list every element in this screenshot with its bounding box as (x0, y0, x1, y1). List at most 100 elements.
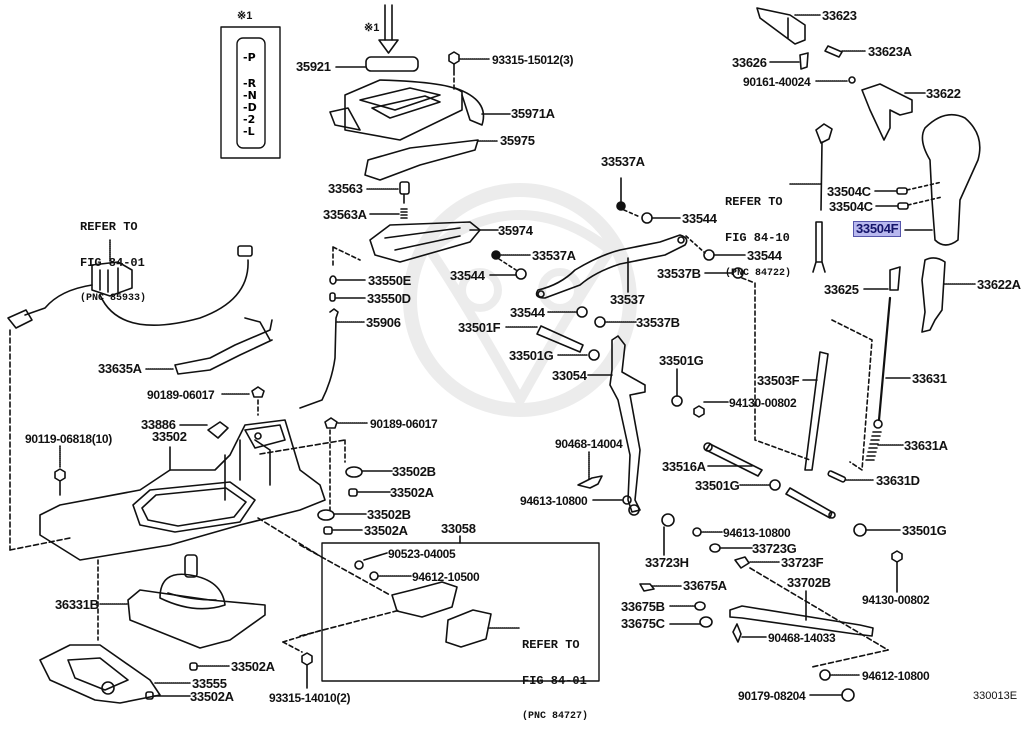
part-33501G-a (588, 349, 600, 361)
part-33504C-b (897, 202, 909, 210)
part-label[interactable]: 90161-40024 (743, 75, 811, 89)
part-label[interactable]: 33723F (781, 555, 824, 570)
part-33537B-b (594, 316, 606, 328)
part-label[interactable]: 33635A (98, 361, 142, 376)
part-label[interactable]: 93315-14010(2) (269, 691, 351, 705)
gear-position-2: -2 (243, 113, 256, 126)
part-label[interactable]: 33502A (190, 689, 234, 704)
part-label[interactable]: 94130-00802 (862, 593, 930, 607)
part-label[interactable]: 33537 (610, 292, 645, 307)
part-label[interactable]: 33550E (368, 273, 412, 288)
part-label[interactable]: 33555 (192, 676, 227, 691)
part-label[interactable]: 36331B (55, 597, 99, 612)
part-label[interactable]: 94612-10500 (412, 570, 480, 584)
part-label[interactable]: 35971A (511, 106, 555, 121)
part-label[interactable]: 94612-10800 (862, 669, 930, 683)
part-label[interactable]: 33502B (367, 507, 411, 522)
part-label[interactable]: 33625 (824, 282, 859, 297)
part-label[interactable]: 33623 (822, 8, 857, 23)
part-label[interactable]: 33501G (902, 523, 947, 538)
part-label[interactable]: 90523-04005 (388, 547, 456, 561)
part-label[interactable]: 33886 (141, 417, 176, 432)
part-label[interactable]: 33544 (450, 268, 485, 283)
part-label[interactable]: 90189-06017 (147, 388, 215, 402)
part-label[interactable]: 35921 (296, 59, 331, 74)
part-label[interactable]: 33550D (367, 291, 411, 306)
part-label[interactable]: 33626 (732, 55, 767, 70)
part-label[interactable]: 33501G (659, 353, 704, 368)
reference-fig-84-01-a[interactable]: REFER TO FIG 84-01 (PNC 85933) (80, 197, 146, 329)
bolt-93315-14010 (301, 652, 313, 689)
part-label[interactable]: 94130-00802 (729, 396, 797, 410)
part-label-highlighted[interactable]: 33504F (853, 221, 902, 237)
part-label[interactable]: 33502A (390, 485, 434, 500)
part-label[interactable]: 33631A (904, 438, 948, 453)
part-label[interactable]: 94613-10800 (520, 494, 588, 508)
part-label[interactable]: 33502A (364, 523, 408, 538)
note-marker-1: ※1 (237, 10, 253, 22)
part-label[interactable]: 33723H (645, 555, 689, 570)
part-label[interactable]: 33631D (876, 473, 920, 488)
part-90468-14004 (577, 475, 603, 489)
gear-indicator-panel (220, 26, 281, 159)
part-label[interactable]: 35974 (498, 223, 533, 238)
part-33054 (609, 335, 646, 516)
part-label[interactable]: 33516A (662, 459, 706, 474)
part-label[interactable]: 90189-06017 (370, 417, 438, 431)
reference-fig-84-10[interactable]: REFER TO FIG 84-10 (PNC 84722) (725, 172, 791, 304)
part-label[interactable]: 33675B (621, 599, 665, 614)
part-label[interactable]: 33503F (757, 373, 800, 388)
part-label[interactable]: 33502B (392, 464, 436, 479)
part-label[interactable]: 94613-10800 (723, 526, 791, 540)
part-shift-lock-switch (445, 609, 492, 648)
part-label[interactable]: 93315-15012(3) (492, 53, 574, 67)
part-label[interactable]: 33502A (231, 659, 275, 674)
part-label[interactable]: 33504C (827, 184, 871, 199)
part-94130-a (693, 405, 705, 418)
part-label[interactable]: 33504C (829, 199, 873, 214)
part-label[interactable]: 33623A (868, 44, 912, 59)
gear-position-p: -P (243, 51, 256, 64)
bolt-icon (448, 51, 460, 76)
part-label[interactable]: 33058 (441, 521, 476, 536)
part-33501G-d (853, 523, 867, 537)
part-label[interactable]: 33622A (977, 277, 1021, 292)
diagram-artwork (7, 4, 981, 704)
part-label[interactable]: 33544 (510, 305, 545, 320)
gear-position-d: -D (243, 101, 257, 114)
part-label[interactable]: 90468-14033 (768, 631, 836, 645)
part-label[interactable]: 33054 (552, 368, 587, 383)
reference-line: FIG 84-10 (725, 231, 790, 245)
part-label[interactable]: 35906 (366, 315, 401, 330)
reference-pnc: (PNC 84722) (725, 268, 792, 279)
part-94613-b (692, 527, 702, 537)
part-label[interactable]: 33537A (532, 248, 576, 263)
part-label[interactable]: 35975 (500, 133, 535, 148)
part-label[interactable]: 33675C (621, 616, 665, 631)
gear-position-r: -R (243, 77, 257, 90)
part-94612-10500 (369, 571, 379, 581)
part-33625 (889, 266, 901, 291)
part-label[interactable]: 33563 (328, 181, 363, 196)
part-label[interactable]: 33723G (752, 541, 797, 556)
part-label[interactable]: 33537A (601, 154, 645, 169)
part-33537A-b (491, 250, 501, 260)
reference-fig-84-01-b[interactable]: REFER TO FIG 84-01 (PNC 84727) (522, 615, 588, 747)
part-label[interactable]: 33537B (657, 266, 701, 281)
part-label[interactable]: 90119-06818(10) (25, 432, 112, 446)
part-label[interactable]: 33501F (458, 320, 501, 335)
part-label[interactable]: 90468-14004 (555, 437, 623, 451)
part-label[interactable]: 33501G (695, 478, 740, 493)
part-label[interactable]: 33544 (682, 211, 717, 226)
part-label[interactable]: 33702B (787, 575, 831, 590)
wiring-harness (7, 245, 253, 329)
part-label[interactable]: 33631 (912, 371, 947, 386)
part-label[interactable]: 33501G (509, 348, 554, 363)
part-label[interactable]: 33502 (152, 429, 187, 444)
part-label[interactable]: 33537B (636, 315, 680, 330)
part-label[interactable]: 33544 (747, 248, 782, 263)
part-label[interactable]: 33622 (926, 86, 961, 101)
part-label[interactable]: 33563A (323, 207, 367, 222)
part-label[interactable]: 90179-08204 (738, 689, 806, 703)
part-label[interactable]: 33675A (683, 578, 727, 593)
